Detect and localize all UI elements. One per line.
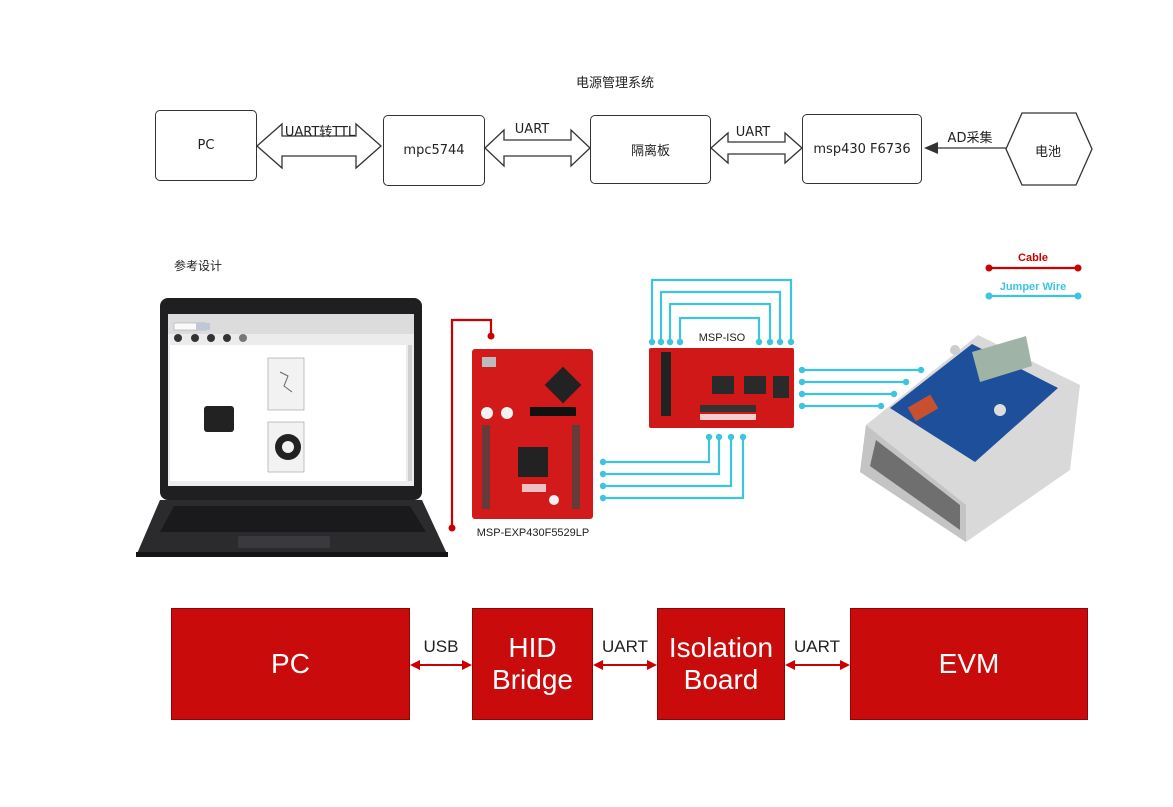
hid-bridge-box: HID Bridge [472, 608, 593, 720]
laptop-image [136, 298, 448, 557]
legend-jumper-label: Jumper Wire [999, 281, 1067, 293]
batt-msp-link-label: AD采集 [947, 131, 993, 146]
isolation-board-red-box: Isolation Board [657, 608, 785, 720]
hid-bridge-line2: Bridge [492, 664, 573, 695]
battery-label: 电池 [1034, 145, 1061, 160]
pc-box-label: PC [197, 138, 215, 153]
diagram-title: 电源管理系统 [575, 76, 654, 91]
launchpad-label: MSP-EXP430F5529LP [476, 527, 590, 539]
isolation-board-line1: Isolation [668, 631, 774, 663]
batt-msp-arrowhead [924, 142, 938, 154]
hid-iso-link-label: UART [602, 637, 648, 656]
evm-image [860, 335, 1080, 542]
iso-evm-wires [802, 368, 920, 408]
launchpad-iso-wires [603, 438, 745, 500]
reference-title: 参考设计 [174, 259, 223, 273]
isolation-board-box-label: 隔离板 [630, 144, 670, 159]
bottom-pc-label: PC [271, 647, 310, 679]
bottom-pc-box: PC [171, 608, 410, 720]
isolation-board-line2: Board [683, 664, 759, 695]
iso-board-image [649, 348, 794, 428]
evm-box: EVM [850, 608, 1088, 720]
battery-hexagon [1005, 112, 1093, 186]
launchpad-image [472, 349, 593, 519]
iso-evm-link-label: UART [794, 637, 840, 656]
usb-cable-line [450, 318, 493, 527]
mpc5744-box: mpc5744 [383, 115, 485, 186]
pc-mpc-link-label: UART转TTL [284, 125, 356, 140]
pc-mpc-double-arrow [256, 122, 382, 170]
mpc5744-box-label: mpc5744 [403, 143, 465, 158]
iso-jumper-wires [650, 278, 793, 340]
mpc-iso-link-label: UART [514, 122, 550, 137]
usb-link-label: USB [423, 637, 459, 656]
pc-box: PC [155, 110, 257, 181]
iso-msp-link-label: UART [735, 125, 771, 140]
msp430-box-label: msp430 F6736 [813, 141, 911, 157]
legend-cable-label: Cable [1018, 252, 1048, 264]
isolation-board-box: 隔离板 [590, 115, 711, 184]
iso-board-label: MSP-ISO [698, 332, 746, 344]
msp430-box: msp430 F6736 [802, 114, 922, 184]
evm-label: EVM [938, 647, 1000, 679]
hid-bridge-line1: HID [508, 631, 557, 663]
